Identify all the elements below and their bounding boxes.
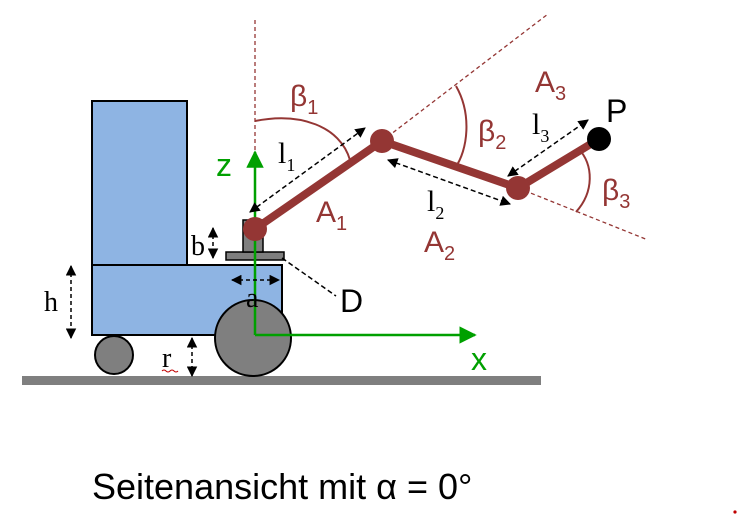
- a3-label: A3: [535, 66, 566, 105]
- joint-elbow: [370, 129, 394, 153]
- small-wheel: [94, 335, 134, 375]
- z-axis-label: z: [216, 147, 232, 183]
- l1-label: l1: [278, 137, 295, 175]
- ground-line: [22, 376, 541, 385]
- point-p: [587, 127, 611, 151]
- a1-extension-line: [381, 13, 549, 142]
- p-label: P: [606, 93, 627, 129]
- l2-label: l2: [427, 185, 444, 223]
- beta2-arc: [454, 85, 468, 169]
- l3-label: l3: [532, 108, 549, 146]
- x-axis-label: x: [471, 341, 487, 377]
- beta2-label: β2: [478, 115, 506, 154]
- beta1-label: β1: [290, 80, 318, 119]
- d-label: D: [340, 283, 363, 319]
- vehicle-tower: [91, 100, 188, 266]
- r-spellcheck-underline: [161, 369, 179, 373]
- large-wheel: [214, 299, 292, 377]
- a-dimension-label: a: [246, 283, 259, 314]
- caption: Seitenansicht mit α = 0°: [92, 466, 473, 507]
- l2-dimension-arrow: [387, 158, 511, 206]
- a2-label: A2: [424, 226, 455, 265]
- a1-label: A1: [316, 196, 347, 235]
- d-leader-line: [281, 257, 337, 297]
- red-dot-marker: [733, 510, 737, 514]
- beta3-label: β3: [602, 174, 630, 213]
- r-dimension-label: r: [162, 343, 172, 374]
- beta1-arc: [254, 117, 351, 161]
- l3-dimension-arrow: [507, 119, 589, 177]
- joint-wrist: [506, 176, 530, 200]
- l1-dimension-arrow: [249, 127, 366, 213]
- a2-extension-line: [517, 187, 649, 241]
- b-dimension-label: b: [191, 231, 205, 262]
- h-dimension-label: h: [44, 287, 58, 318]
- joint-base: [243, 217, 267, 241]
- beta3-arc: [575, 147, 591, 213]
